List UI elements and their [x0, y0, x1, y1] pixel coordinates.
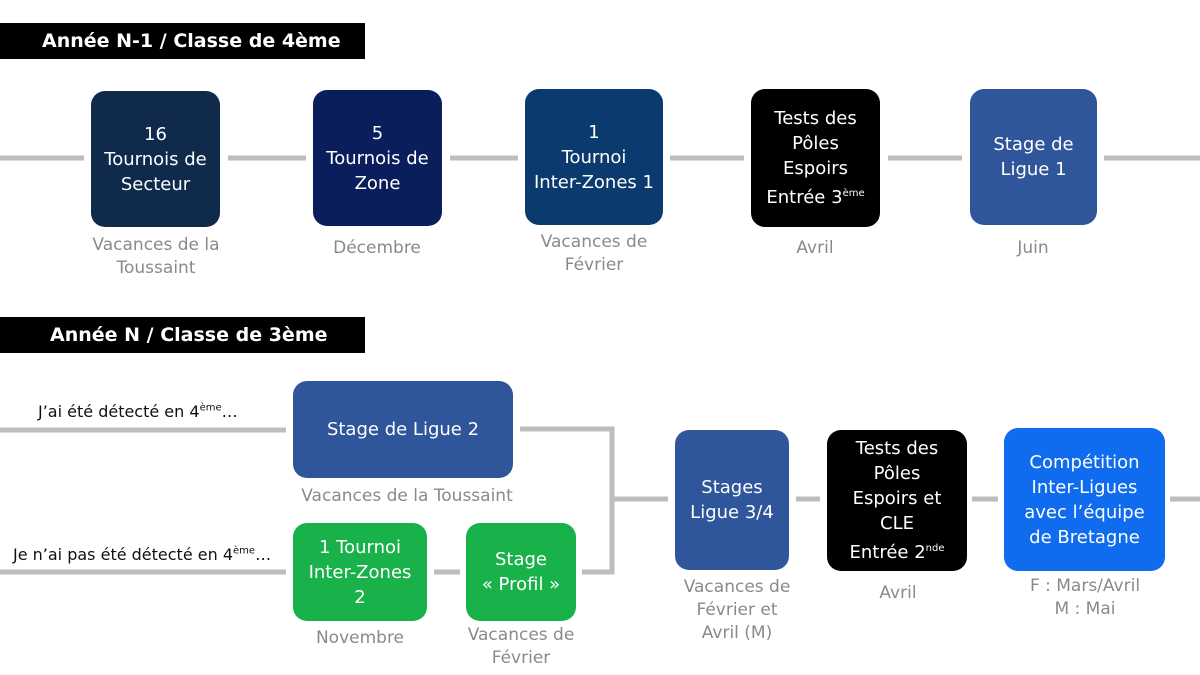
section-header-n1: Année N-1 / Classe de 4ème	[0, 23, 365, 59]
caption-tests-poles-espoirs-3: Avril	[796, 238, 834, 258]
step-tests-poles-espoirs-cle: Tests des Pôles Espoirs et CLE Entrée 2n…	[827, 430, 967, 571]
caption-tournois-secteur: Vacances de la Toussaint	[92, 235, 220, 278]
step-stage-profil: Stage « Profil »	[466, 523, 576, 621]
step-tournoi-inter-zones-1: 1 Tournoi Inter-Zones 1	[525, 89, 663, 225]
caption-tournoi-inter-zones-2: Novembre	[315, 628, 405, 648]
connector	[520, 426, 668, 502]
caption-competition-inter-ligues: F : Mars/Avril M : Mai	[1029, 576, 1141, 619]
path-not-detected-label: Je n’ai pas été détecté en 4ème…	[13, 545, 272, 564]
caption-tests-poles-espoirs-cle: Avril	[879, 583, 917, 603]
step-competition-inter-ligues: Compétition Inter-Ligues avec l’équipe d…	[1004, 428, 1165, 571]
caption-stage-profil: Vacances de Février	[467, 625, 575, 668]
step-stage-ligue-1: Stage de Ligue 1	[970, 89, 1097, 225]
step-tournois-secteur: 16 Tournois de Secteur	[91, 91, 220, 227]
caption-tournoi-inter-zones-1: Vacances de Février	[540, 232, 648, 275]
step-tournoi-inter-zones-2: 1 Tournoi Inter-Zones 2	[293, 523, 427, 621]
section-header-n: Année N / Classe de 3ème	[0, 317, 365, 353]
step-tournois-zone: 5 Tournois de Zone	[313, 90, 442, 226]
step-tests-poles-espoirs-3: Tests des Pôles Espoirs Entrée 3ème	[751, 89, 880, 227]
caption-tournois-zone: Décembre	[333, 238, 421, 258]
caption-stage-ligue-1: Juin	[1017, 238, 1049, 258]
caption-stages-ligue-3-4: Vacances de Février et Avril (M)	[683, 577, 791, 643]
path-detected-label: J’ai été détecté en 4ème…	[38, 402, 238, 421]
caption-stage-ligue-2: Vacances de la Toussaint	[301, 486, 513, 506]
connector	[582, 499, 615, 575]
step-stage-ligue-2: Stage de Ligue 2	[293, 381, 513, 478]
step-stages-ligue-3-4: Stages Ligue 3/4	[675, 430, 789, 570]
